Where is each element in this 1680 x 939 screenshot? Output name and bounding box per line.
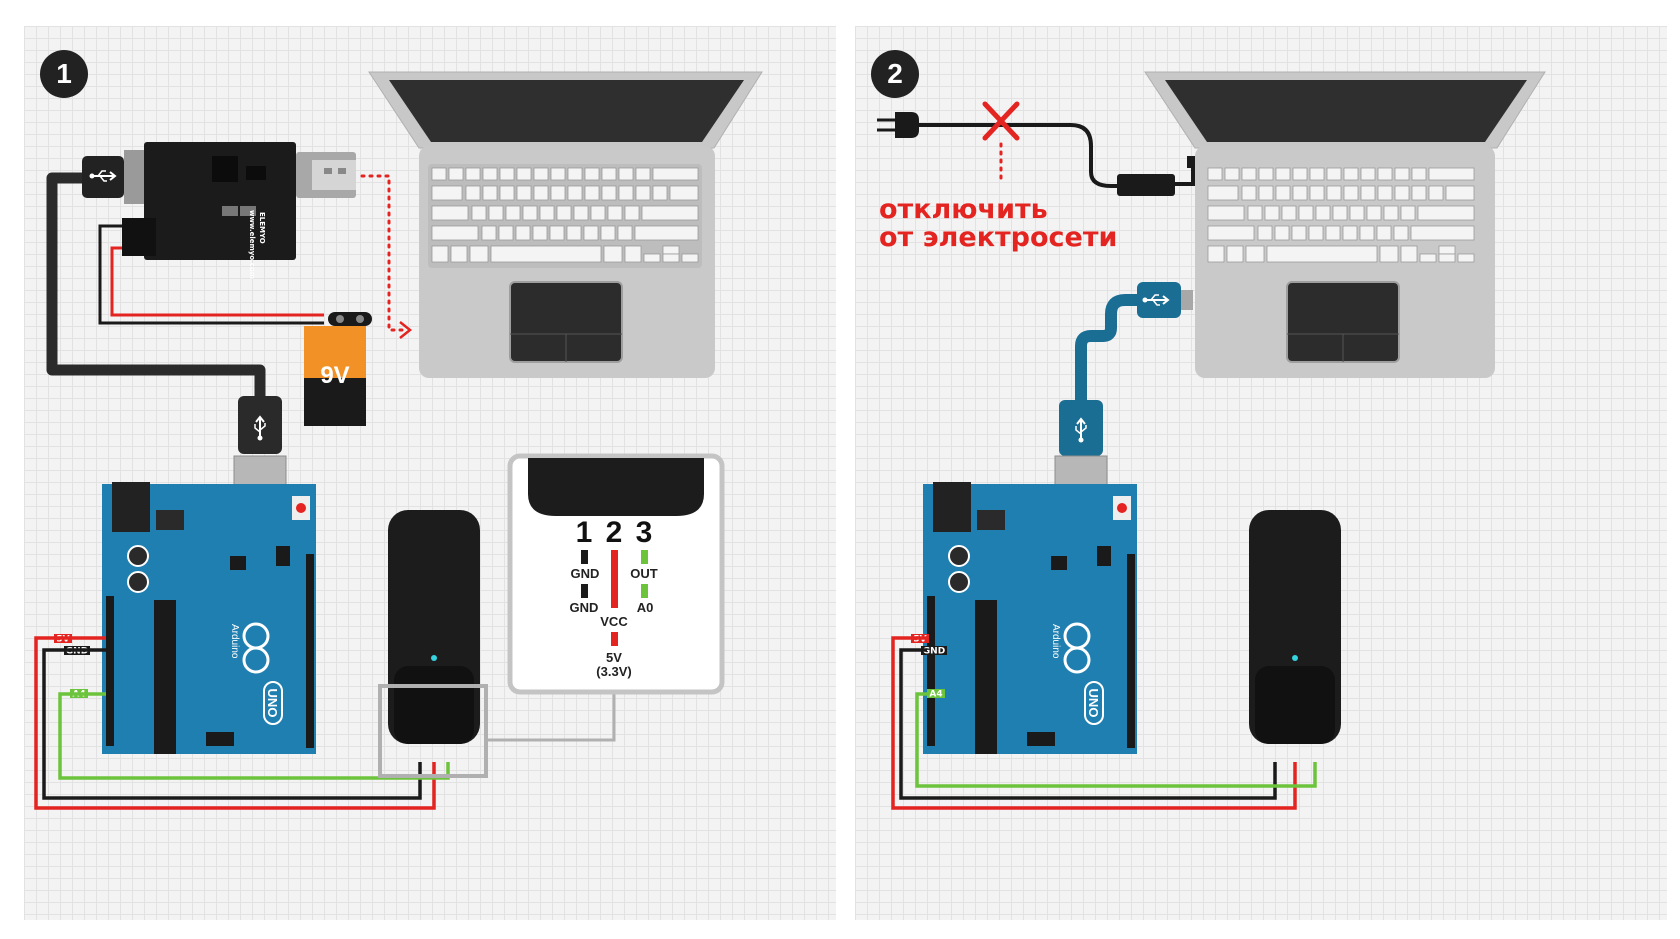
wire-tag-gnd: GND bbox=[923, 647, 945, 657]
arduino-uno-board: Arduino UNO bbox=[923, 482, 1137, 754]
laptop-icon bbox=[368, 71, 763, 378]
unplug-line-2: от электросети bbox=[879, 222, 1117, 253]
pin-supply-alt: (3.3V) bbox=[596, 664, 631, 679]
cross-icon bbox=[982, 101, 1020, 186]
panel-step-2: 2 отключить от электросети bbox=[855, 26, 1667, 920]
unplug-line-1: отключить bbox=[879, 194, 1048, 225]
step-badge: 2 bbox=[871, 50, 919, 98]
pin-vcc: VCC bbox=[600, 614, 628, 629]
wire-5v bbox=[891, 636, 1297, 810]
dotted-arrow-icon bbox=[360, 174, 406, 332]
board-logo: UNO bbox=[265, 689, 280, 718]
arrow-head bbox=[399, 321, 413, 339]
adapter-brand: ELEMYO bbox=[258, 212, 266, 244]
arduino-logo bbox=[1063, 622, 1091, 674]
pin-out: OUT bbox=[630, 566, 658, 581]
usb-isolation-adapter: ELEMYO www.elemyo.com bbox=[82, 142, 356, 279]
wire-tag-a4: A4 bbox=[929, 690, 942, 700]
pin-2-label: 2 bbox=[606, 516, 623, 549]
arduino-uno-board: Arduino UNO bbox=[102, 482, 316, 754]
pin-3-label: 3 bbox=[636, 516, 653, 549]
zoom-frame bbox=[378, 684, 488, 778]
usb-icon bbox=[1142, 294, 1170, 306]
usb-cable-blue bbox=[1075, 294, 1155, 406]
wire-a4 bbox=[58, 692, 450, 780]
panel-step-1: 1 ELEMYO www.elemyo.co bbox=[24, 26, 836, 920]
step-badge: 1 bbox=[40, 50, 88, 98]
arduino-logo bbox=[242, 622, 270, 674]
adapter-url: www.elemyo.com bbox=[248, 210, 256, 279]
wiring-diagram-1: ELEMYO www.elemyo.com 9V bbox=[34, 71, 763, 810]
sensor-module bbox=[1249, 510, 1341, 744]
battery-black-wire bbox=[98, 224, 324, 325]
usb-connector-laptop bbox=[1137, 282, 1193, 318]
sensor-module bbox=[388, 510, 480, 744]
zoom-connector bbox=[486, 694, 616, 742]
usb-icon bbox=[254, 415, 266, 441]
usb-icon bbox=[89, 170, 117, 182]
pinout-callout: 1 2 3 GND GND VCC 5V (3.3V) OUT A0 bbox=[507, 453, 725, 695]
wire-gnd bbox=[42, 648, 422, 800]
wire-5v bbox=[34, 636, 436, 810]
pin-1-label: 1 bbox=[576, 516, 593, 549]
pin-a0: A0 bbox=[637, 600, 654, 615]
wire-a4 bbox=[915, 692, 1317, 788]
board-logo: UNO bbox=[1086, 689, 1101, 718]
wire-tag-gnd-bg bbox=[921, 646, 947, 655]
usb-icon bbox=[1075, 417, 1087, 443]
power-plug-icon bbox=[877, 112, 1125, 188]
usb-cable bbox=[46, 172, 266, 398]
board-name: Arduino bbox=[1050, 624, 1061, 659]
wire-tag-a4-bg bbox=[927, 689, 945, 698]
power-brick bbox=[1117, 174, 1175, 196]
wiring-diagram-2: отключить от электросети bbox=[877, 71, 1546, 810]
pin-gnd-bottom: GND bbox=[570, 600, 599, 615]
pin-supply: 5V bbox=[606, 650, 622, 665]
battery-9v: 9V bbox=[304, 312, 372, 426]
laptop-icon bbox=[1144, 71, 1546, 378]
pin-gnd-top: GND bbox=[571, 566, 600, 581]
battery-label: 9V bbox=[320, 362, 349, 389]
board-name: Arduino bbox=[229, 624, 240, 659]
